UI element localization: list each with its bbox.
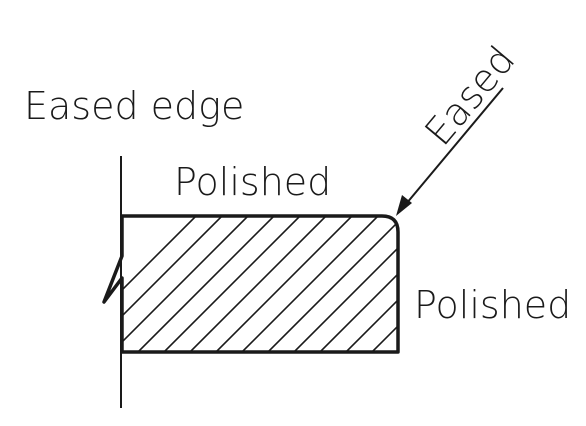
hatch-line [345, 216, 398, 352]
corner-label: Eased [416, 38, 523, 154]
hatch-line [104, 216, 223, 352]
hatch-line [293, 216, 398, 352]
hatch-line [104, 216, 197, 352]
hatch-line [163, 216, 301, 352]
hatch-line [189, 216, 327, 352]
hatch-line [111, 216, 249, 352]
hatch-line [215, 216, 353, 352]
hatch-line [241, 216, 379, 352]
eased-arrowhead [396, 195, 412, 216]
eased-leader-line [400, 87, 504, 211]
diagram-title: Eased edge [24, 84, 244, 128]
hatch-line [267, 216, 398, 352]
hatch-line [137, 216, 275, 352]
top-surface-label: Polished [174, 160, 331, 204]
hatch-line [371, 216, 398, 352]
side-surface-label: Polished [414, 283, 571, 327]
slab-section-outline [102, 214, 400, 354]
hatch-line [319, 216, 398, 352]
section-hatching [104, 216, 398, 352]
